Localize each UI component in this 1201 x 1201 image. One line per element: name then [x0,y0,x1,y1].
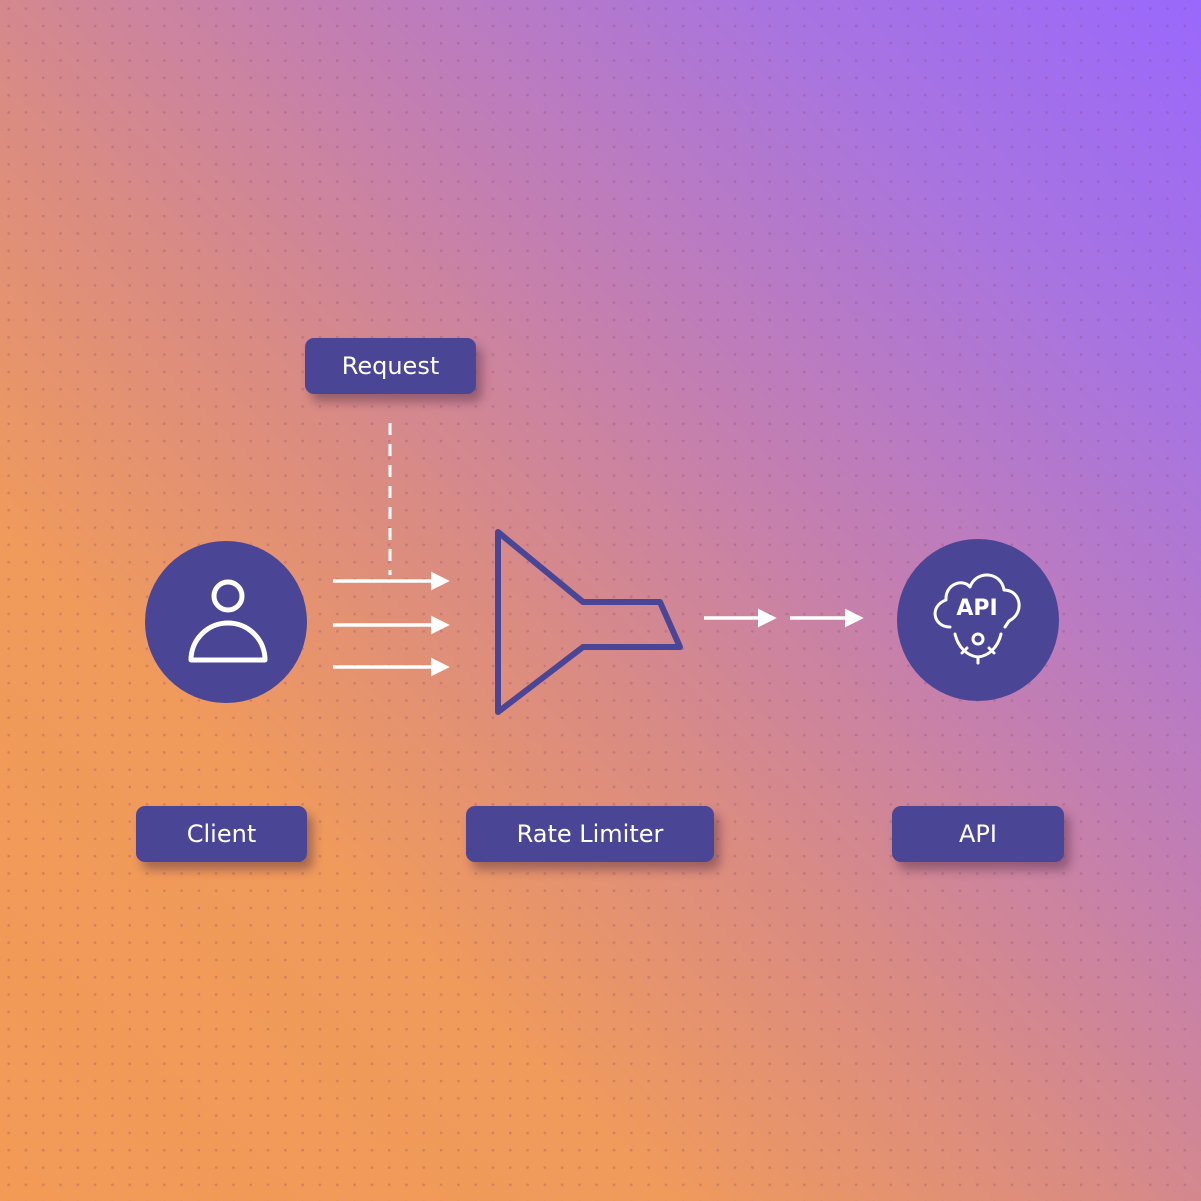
request-label-text: Request [341,352,440,380]
user-icon [188,579,268,663]
request-label: Request [305,338,476,394]
api-node-circle [897,539,1059,701]
api-cloud-gear-icon: API [933,573,1021,665]
funnel-icon [495,529,683,715]
api-label-text: API [959,820,997,848]
rate-limiter-label: Rate Limiter [466,806,714,862]
api-label: API [892,806,1064,862]
rate-limiter-label-text: Rate Limiter [516,820,664,848]
api-node: API [897,539,1059,701]
api-icon-text: API [956,596,997,621]
client-label-text: Client [186,820,257,848]
client-label: Client [136,806,307,862]
client-to-limiter-arrows [333,571,450,677]
client-node [145,541,307,703]
